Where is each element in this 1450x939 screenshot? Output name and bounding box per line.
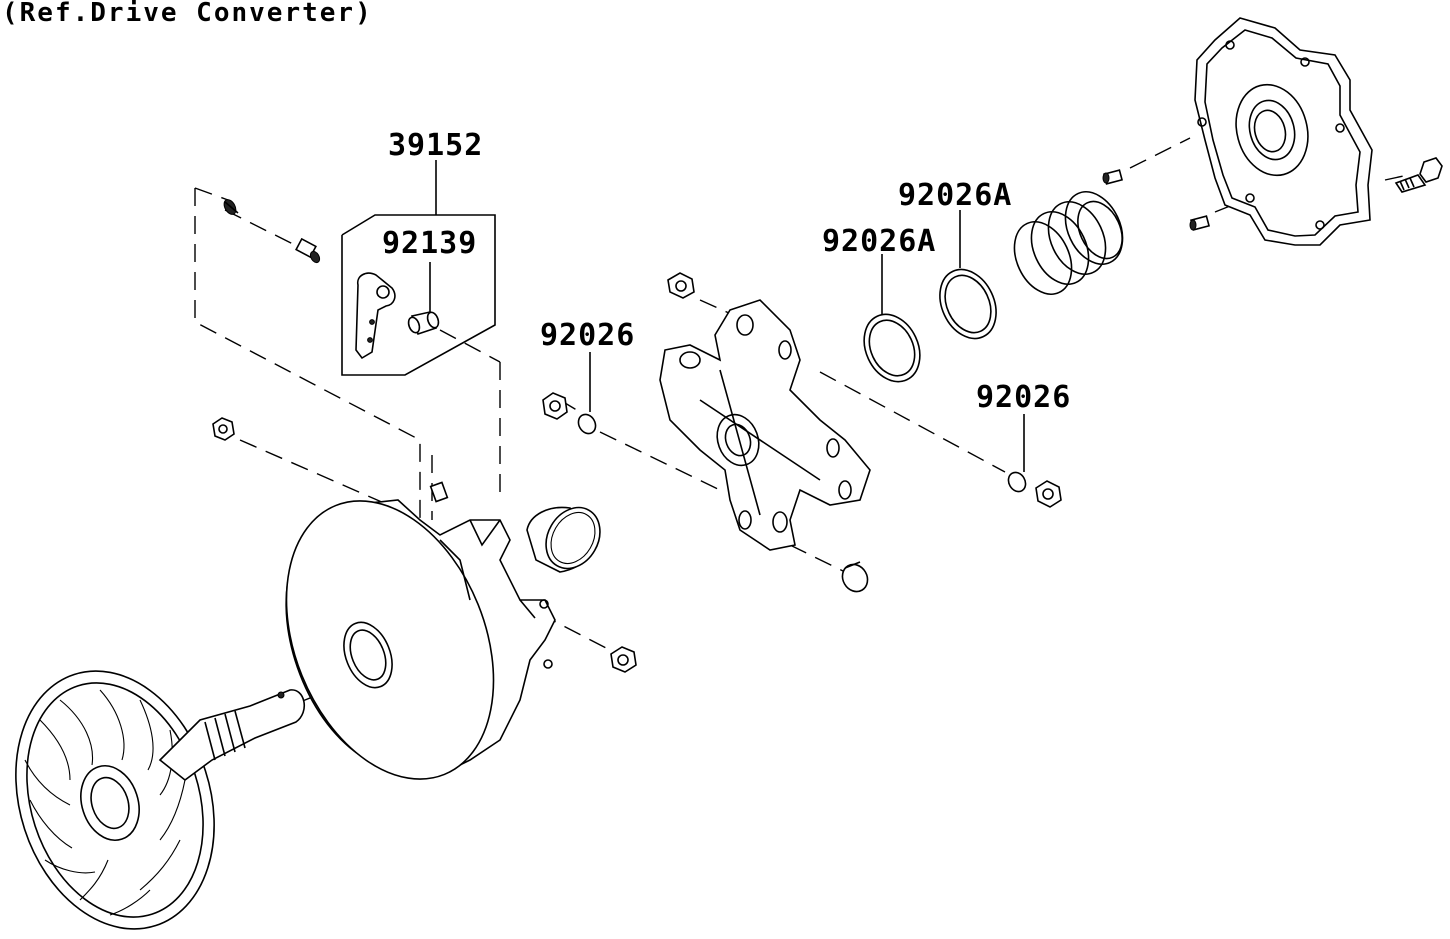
washer-92026-right [1007, 471, 1027, 493]
spring [1013, 191, 1124, 295]
cover-pin-upper [1102, 169, 1124, 185]
nut-right [1035, 480, 1062, 508]
nut-left-upper [212, 417, 235, 441]
cap-bottom-spider [841, 561, 869, 593]
ring-92026A-lower [863, 313, 921, 383]
callout-92026A-upper[interactable]: 92026A [898, 178, 1013, 213]
fixed-sheave [15, 670, 306, 930]
converter-cover [1194, 17, 1373, 246]
bushing-part [407, 311, 440, 336]
callout-39152[interactable]: 39152 [388, 128, 484, 163]
callout-92139[interactable]: 92139 [382, 226, 478, 261]
spider [659, 299, 871, 551]
movable-sheave [285, 499, 556, 780]
nut-bottom-sheave [610, 646, 637, 673]
callout-92026-left[interactable]: 92026 [540, 318, 636, 353]
cover-pin-lower [1189, 215, 1211, 231]
weight-pin-lower [295, 237, 321, 264]
nut-middle-left [542, 392, 568, 420]
reference-note: (Ref.Drive Converter) [2, 0, 373, 28]
weight-arm-part [355, 272, 396, 360]
callout-leaders [341, 160, 1025, 472]
ring-92026A-upper [939, 268, 997, 340]
callout-92026-right[interactable]: 92026 [976, 380, 1072, 415]
cover-bolt [1394, 157, 1443, 193]
weight-pin-upper [223, 199, 239, 215]
washer-92026-left [577, 413, 597, 435]
callout-92026A-lower[interactable]: 92026A [822, 224, 937, 259]
collar-sleeve [526, 506, 601, 573]
pin-small-sheave [429, 481, 449, 503]
nut-top-spider [667, 272, 695, 299]
